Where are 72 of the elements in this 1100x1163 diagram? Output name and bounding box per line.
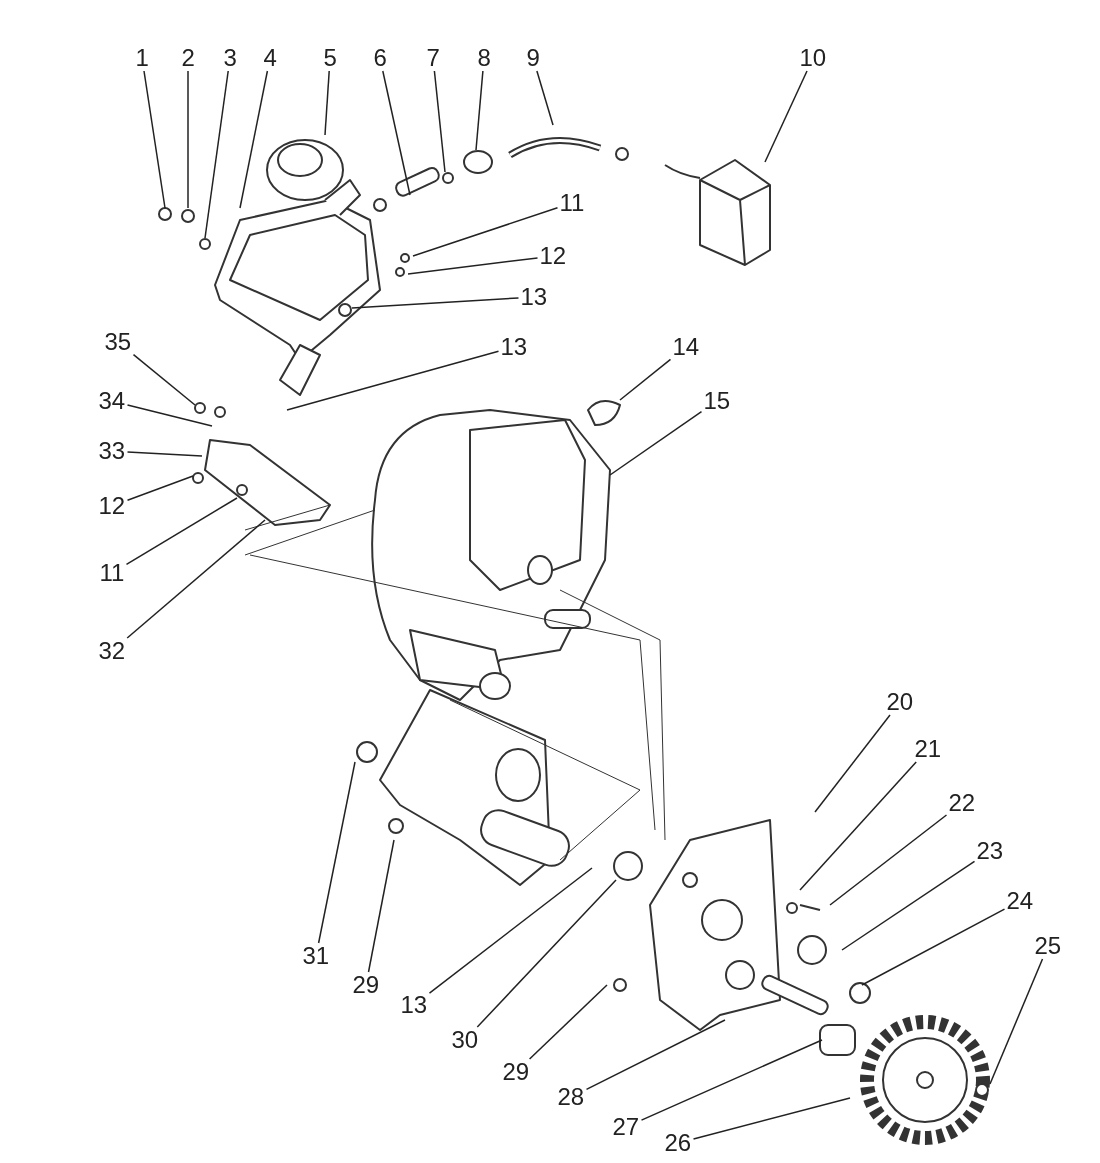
- callout-number: 3: [223, 45, 237, 71]
- leader-line: [143, 70, 166, 209]
- leader-line: [428, 867, 593, 994]
- leader-line: [433, 70, 446, 173]
- callout-number: 5: [323, 45, 337, 71]
- leader-line: [609, 410, 703, 476]
- callout-number: 13: [520, 284, 548, 310]
- leader-line: [814, 714, 891, 813]
- callout-number: 24: [1006, 888, 1034, 914]
- leader-line: [692, 1097, 851, 1140]
- callout-number: 12: [539, 243, 567, 269]
- leader-line: [407, 257, 539, 275]
- leader-line: [367, 839, 395, 973]
- leader-line: [528, 984, 608, 1060]
- leader-line: [476, 879, 617, 1028]
- leader-line: [536, 70, 554, 126]
- leader-line: [187, 70, 189, 209]
- callout-number: 9: [526, 45, 540, 71]
- leader-line: [841, 860, 976, 951]
- leader-line: [585, 1019, 726, 1091]
- callout-number: 35: [104, 329, 132, 355]
- callout-number: 32: [98, 638, 126, 664]
- callout-number: 11: [559, 190, 585, 216]
- leader-line: [640, 1039, 823, 1121]
- callout-number: 2: [181, 45, 195, 71]
- callout-number: 11: [99, 560, 125, 586]
- leader-line: [764, 70, 808, 163]
- leader-line: [126, 519, 266, 639]
- leader-line: [799, 761, 917, 891]
- callout-number: 27: [612, 1114, 640, 1140]
- callout-number: 29: [502, 1059, 530, 1085]
- callout-number: 34: [98, 388, 126, 414]
- leader-line: [829, 814, 948, 906]
- callout-number: 28: [557, 1084, 585, 1110]
- leader-line: [204, 70, 229, 239]
- callout-number: 7: [426, 45, 440, 71]
- callout-number: 21: [914, 736, 942, 762]
- callout-number: 1: [135, 45, 149, 71]
- leader-line: [412, 207, 559, 257]
- callout-number: 15: [703, 388, 731, 414]
- callout-number: 29: [352, 972, 380, 998]
- callout-number: 22: [948, 790, 976, 816]
- callout-number: 13: [400, 992, 428, 1018]
- callout-number: 23: [976, 838, 1004, 864]
- callout-number: 31: [302, 943, 330, 969]
- leader-line: [861, 908, 1006, 986]
- callout-number: 26: [664, 1130, 692, 1156]
- leader-line: [475, 70, 484, 151]
- leader-line: [126, 451, 203, 457]
- callout-number: 13: [500, 334, 528, 360]
- callout-number: 10: [799, 45, 827, 71]
- leader-line: [324, 70, 330, 136]
- leader-line: [351, 297, 520, 309]
- callout-number: 33: [98, 438, 126, 464]
- leader-line: [126, 404, 213, 427]
- callout-number: 30: [451, 1027, 479, 1053]
- leader-line: [317, 761, 356, 944]
- callout-number: 14: [672, 334, 700, 360]
- leader-line: [989, 958, 1044, 1085]
- leader-line: [239, 70, 269, 209]
- leader-line: [286, 350, 500, 411]
- callout-number: 8: [477, 45, 491, 71]
- callout-number: 6: [373, 45, 387, 71]
- leader-line: [382, 70, 411, 196]
- leader-line: [132, 353, 196, 406]
- leader-line: [126, 475, 194, 502]
- leader-line: [619, 358, 672, 401]
- leader-line: [125, 497, 238, 566]
- callout-number: 20: [886, 689, 914, 715]
- callout-number: 25: [1034, 933, 1062, 959]
- callout-number: 4: [263, 45, 277, 71]
- callout-number: 12: [98, 493, 126, 519]
